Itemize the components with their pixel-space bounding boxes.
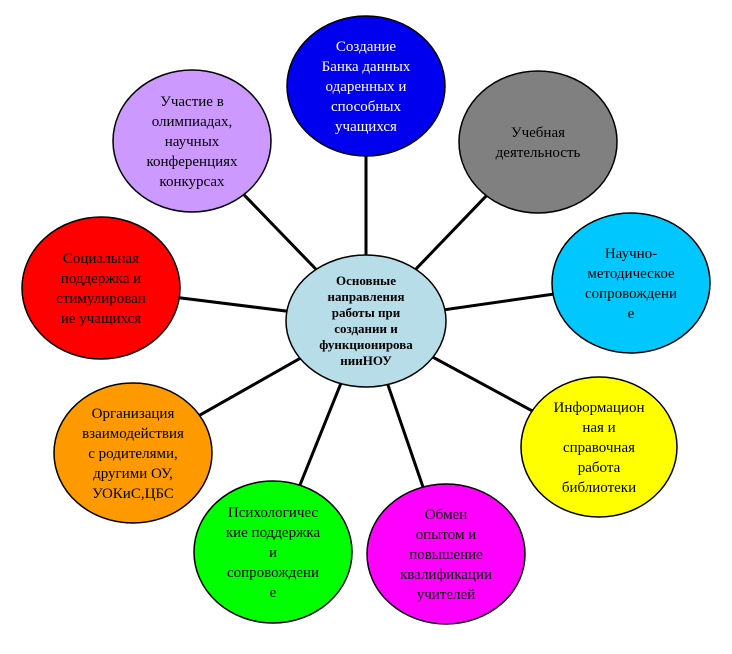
node-label-line: учителей — [417, 587, 475, 603]
node-label-line: с родителями, — [88, 446, 178, 462]
node-label-teachers: Обмен опытом и повышение квалификации учител… — [400, 507, 492, 603]
center-label-line: Основные — [336, 273, 396, 288]
node-library: Информацион ная и справочная работа библиоте… — [520, 376, 678, 518]
node-label-line: учащихся — [335, 119, 397, 135]
node-olymp: Участие в олимпиадах, научных конференциях к… — [112, 69, 272, 213]
node-psych: Психологичес кие поддержка и сопровождени е — [193, 480, 353, 624]
node-label-line: и — [269, 545, 277, 561]
node-label-line: повышение — [409, 547, 483, 563]
node-label-line: одаренных и — [326, 79, 407, 95]
node-label-line: Обмен — [425, 507, 468, 523]
center-label-line: создании и — [334, 321, 398, 336]
node-ellipse-olymp — [112, 69, 272, 213]
node-label-line: научных — [165, 134, 220, 150]
node-label-line: олимпиадах, — [152, 114, 233, 130]
node-ellipse-social — [21, 216, 181, 360]
node-label-line: Банка данных — [322, 59, 411, 75]
node-label-line: е — [628, 306, 635, 322]
node-label-line: стимулирован — [56, 291, 146, 307]
node-label-line: другими ОУ, — [93, 466, 173, 482]
node-label-line: Участие в — [160, 94, 224, 110]
node-label-line: кие поддержка — [226, 525, 321, 541]
node-label-line: опытом и — [416, 527, 476, 543]
node-label-method: Научно-методическое сопровождени е — [585, 246, 677, 322]
center-label-line: функционирова — [319, 337, 413, 352]
node-label-line: конкурсах — [159, 174, 225, 190]
node-label-line: квалификации — [400, 567, 492, 583]
node-label-olymp: Участие в олимпиадах, научных конференциях к… — [146, 94, 238, 190]
node-ellipse-method — [551, 212, 711, 354]
node-label-line: ная и — [582, 420, 615, 436]
node-ellipse-library — [520, 376, 678, 518]
center-label-line: работы при — [332, 305, 401, 320]
node-ellipse-parents — [53, 382, 213, 524]
node-label-study: Учебная деятельность — [496, 125, 581, 161]
node-ellipse-psych — [193, 480, 353, 624]
center-ellipse — [285, 254, 447, 388]
node-label-line: сопровождени — [227, 565, 319, 581]
node-method: Научно-методическое сопровождени е — [551, 212, 711, 354]
node-label-line: деятельность — [496, 145, 581, 161]
node-label-line: Научно- — [605, 246, 657, 262]
node-label-line: Информацион — [554, 400, 645, 416]
node-label-line: ие учащихся — [61, 311, 141, 327]
node-label-line: взаимодействия — [82, 426, 184, 442]
node-parents: Организация взаимодействия с родителями, др… — [53, 382, 213, 524]
node-ellipse-study — [458, 70, 618, 214]
node-label-line: справочная — [563, 440, 635, 456]
node-label-library: Информацион ная и справочная работа библиоте… — [554, 400, 645, 496]
node-label-line: Учебная — [511, 125, 565, 141]
node-label-line: методическое — [587, 266, 675, 282]
node-label-line: конференциях — [146, 154, 238, 170]
center-label-line: направления — [328, 289, 405, 304]
node-label-line: е — [270, 585, 277, 601]
center-label-line: нииНОУ — [340, 353, 392, 368]
node-label-line: сопровождени — [585, 286, 677, 302]
node-label-line: библиотеки — [562, 480, 636, 496]
node-label-line: Создание — [336, 39, 397, 55]
node-label-parents: Организация взаимодействия с родителями, др… — [82, 406, 184, 502]
node-label-line: способных — [331, 99, 401, 115]
node-label-line: поддержка и — [61, 271, 141, 287]
node-study: Учебная деятельность — [458, 70, 618, 214]
node-label-line: Психологичес — [228, 505, 318, 521]
node-teachers: Обмен опытом и повышение квалификации учител… — [366, 483, 526, 625]
node-label-social: Социальная поддержка и стимулирован ие учащ… — [56, 251, 146, 327]
node-label-line: работа — [578, 460, 621, 476]
node-label-psych: Психологичес кие поддержка и сопровождени е — [226, 505, 321, 601]
node-label-line: Социальная — [63, 251, 139, 267]
node-label-line: Организация — [92, 406, 175, 422]
node-ellipse-bank — [286, 15, 446, 157]
node-ellipse-teachers — [366, 483, 526, 625]
node-label-line: УОКиС,ЦБС — [92, 486, 174, 502]
node-social: Социальная поддержка и стимулирован ие учащ… — [21, 216, 181, 360]
